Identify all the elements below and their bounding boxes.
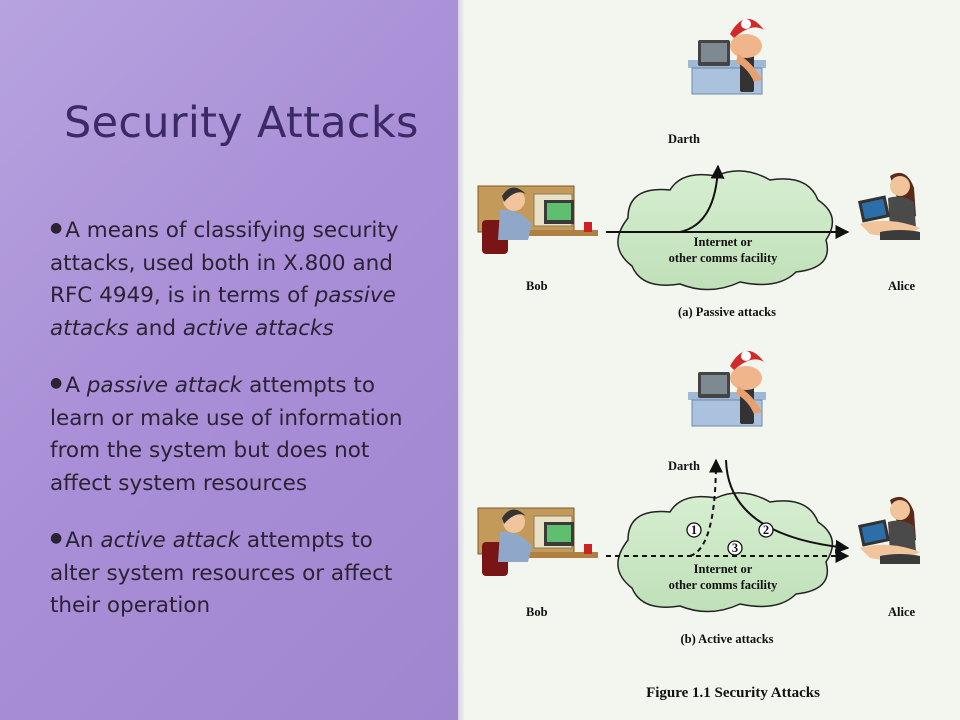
bullet-dot-icon: ● xyxy=(50,530,63,546)
alice-laptop-icon-b xyxy=(858,496,920,564)
bullet-item: ●A passive attack attempts to learn or m… xyxy=(50,367,420,500)
injection-arrow-2 xyxy=(725,459,850,554)
bullet-text: attempts to learn or make use of informa… xyxy=(50,373,403,496)
bullet-list: ●A means of classifying security attacks… xyxy=(50,212,420,645)
bullet-emphasis: active attacks xyxy=(182,315,334,341)
panel-a-passive: Darth Bob Alice Internet or other comms … xyxy=(477,18,920,319)
caption-b: (b) Active attacks xyxy=(680,632,773,646)
marker-2-circle xyxy=(758,522,774,538)
darth-label-a: Darth xyxy=(668,132,700,146)
network-cloud-icon-a xyxy=(617,170,834,291)
panel-divider xyxy=(458,0,464,720)
network-cloud-icon-b xyxy=(617,492,834,613)
marker-1-circle xyxy=(686,522,702,538)
bullet-item: ●A means of classifying security attacks… xyxy=(50,212,420,345)
alice-laptop-icon xyxy=(858,172,920,240)
bullet-dot-icon: ● xyxy=(50,375,63,391)
network-label-a-line2: other comms facility xyxy=(669,251,779,265)
marker-3-circle xyxy=(727,540,743,556)
figure-caption: Figure 1.1 Security Attacks xyxy=(646,685,820,701)
marker-1-label: 1 xyxy=(691,523,697,537)
left-text-panel: Security Attacks ●A means of classifying… xyxy=(0,0,458,720)
bullet-dot-icon: ● xyxy=(50,220,63,236)
bullet-emphasis: active attack xyxy=(100,528,241,553)
bullet-text: An xyxy=(65,528,101,553)
alice-label-a: Alice xyxy=(888,279,916,293)
bullet-emphasis: passive attack xyxy=(86,373,243,398)
bullet-item: ●An active attack attempts to alter syst… xyxy=(50,522,420,623)
alice-label-b: Alice xyxy=(888,605,916,619)
eavesdrop-arrow xyxy=(679,164,725,233)
panel-b-active: Darth Bob Alice Internet or other comms … xyxy=(477,350,920,646)
bob-computer-icon-b xyxy=(477,507,599,577)
bullet-text: A means of classifying security attacks,… xyxy=(50,218,399,308)
bob-label-a: Bob xyxy=(526,279,548,293)
marker-2-label: 2 xyxy=(763,523,769,537)
marker-3-label: 3 xyxy=(732,541,738,555)
bullet-text: attempts to alter system resources or af… xyxy=(50,528,393,618)
darth-label-b: Darth xyxy=(668,459,700,473)
bullet-text: A xyxy=(65,373,87,398)
caption-a: (a) Passive attacks xyxy=(678,305,776,319)
darth-hacker-icon xyxy=(687,18,767,95)
network-label-b-line2: other comms facility xyxy=(669,578,779,592)
bob-label-b: Bob xyxy=(526,605,548,619)
bullet-emphasis: passive attacks xyxy=(50,283,396,341)
bullet-text: and xyxy=(128,315,183,341)
slide-title: Security Attacks xyxy=(64,98,419,148)
bob-computer-icon xyxy=(477,185,599,255)
network-label-a-line1: Internet or xyxy=(694,235,753,249)
network-label-b-line1: Internet or xyxy=(694,562,753,576)
darth-hacker-icon-b xyxy=(687,350,767,427)
